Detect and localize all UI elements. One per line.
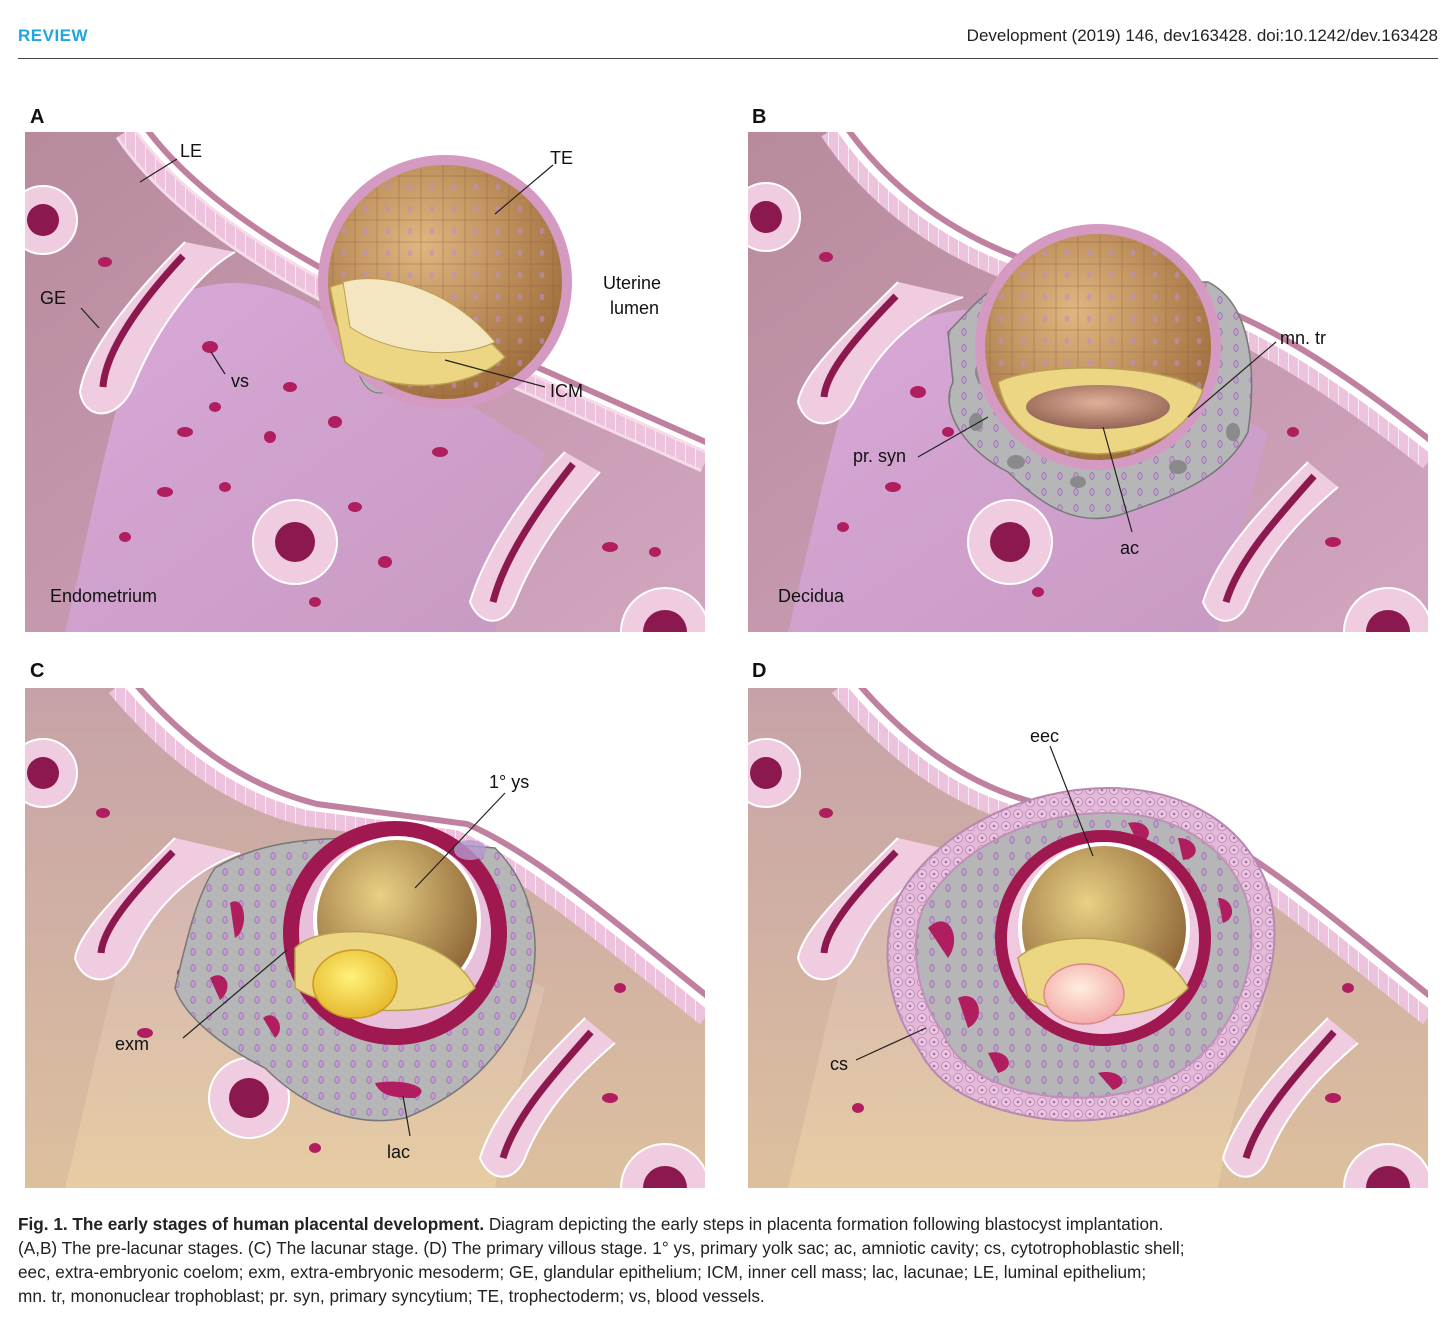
label-uterine: Uterine [603, 273, 661, 293]
label-cs: cs [830, 1054, 848, 1074]
panel-b: mn. tr pr. syn ac Decidua [748, 132, 1428, 632]
label-exm: exm [115, 1034, 149, 1054]
lacunae [210, 901, 422, 1098]
label-endometrium: Endometrium [50, 586, 157, 606]
label-mn-tr: mn. tr [1280, 328, 1326, 348]
amniotic-cavity [1026, 385, 1170, 429]
journal-citation: Development (2019) 146, dev163428. doi:1… [966, 26, 1438, 45]
tissue-lumen-region [65, 283, 545, 632]
panel-b-letter: B [752, 106, 767, 128]
label-ac: ac [1120, 538, 1139, 558]
label-lac: lac [387, 1142, 410, 1162]
panel-b-illustration: mn. tr pr. syn ac Decidua [748, 132, 1428, 632]
caption-title: Fig. 1. The early stages of human placen… [18, 1214, 485, 1234]
label-eec: eec [1030, 726, 1059, 746]
panel-c-letter: C [30, 660, 45, 682]
page-header: REVIEW Development (2019) 146, dev163428… [18, 22, 1438, 59]
panel-a-illustration: LE TE Uterine lumen GE vs ICM Endometriu… [25, 132, 705, 632]
section-label: REVIEW [18, 26, 89, 45]
label-icm: ICM [550, 381, 583, 401]
blood-vessels [98, 257, 661, 607]
label-pr-syn: pr. syn [853, 446, 906, 466]
panel-d-illustration: eec cs [748, 688, 1428, 1188]
panel-a: LE TE Uterine lumen GE vs ICM Endometriu… [25, 132, 705, 632]
gland-left [78, 241, 236, 415]
panel-c: 1° ys exm lac [25, 688, 705, 1188]
caption-line-3: eec, extra-embryonic coelom; exm, extra-… [18, 1262, 1147, 1282]
panel-a-letter: A [30, 106, 45, 128]
caption-line-2: (A,B) The pre-lacunar stages. (C) The la… [18, 1238, 1185, 1258]
figure-caption: Fig. 1. The early stages of human placen… [18, 1212, 1438, 1308]
label-primary-yolk-sac: 1° ys [489, 772, 529, 792]
caption-line-1: Diagram depicting the early steps in pla… [484, 1214, 1164, 1234]
caption-line-4: mn. tr, mononuclear trophoblast; pr. syn… [18, 1286, 765, 1306]
villous-lacunae [928, 822, 1233, 1090]
panel-c-illustration: 1° ys exm lac [25, 688, 705, 1188]
amniotic-cavity [1043, 963, 1125, 1025]
label-vs: vs [231, 371, 249, 391]
label-te: TE [550, 148, 573, 168]
panel-d: eec cs [748, 688, 1428, 1188]
amniotic-cavity [312, 949, 398, 1019]
label-decidua: Decidua [778, 586, 845, 606]
label-le: LE [180, 141, 202, 161]
panel-d-letter: D [752, 660, 767, 682]
label-lumen: lumen [610, 298, 659, 318]
label-ge: GE [40, 288, 66, 308]
